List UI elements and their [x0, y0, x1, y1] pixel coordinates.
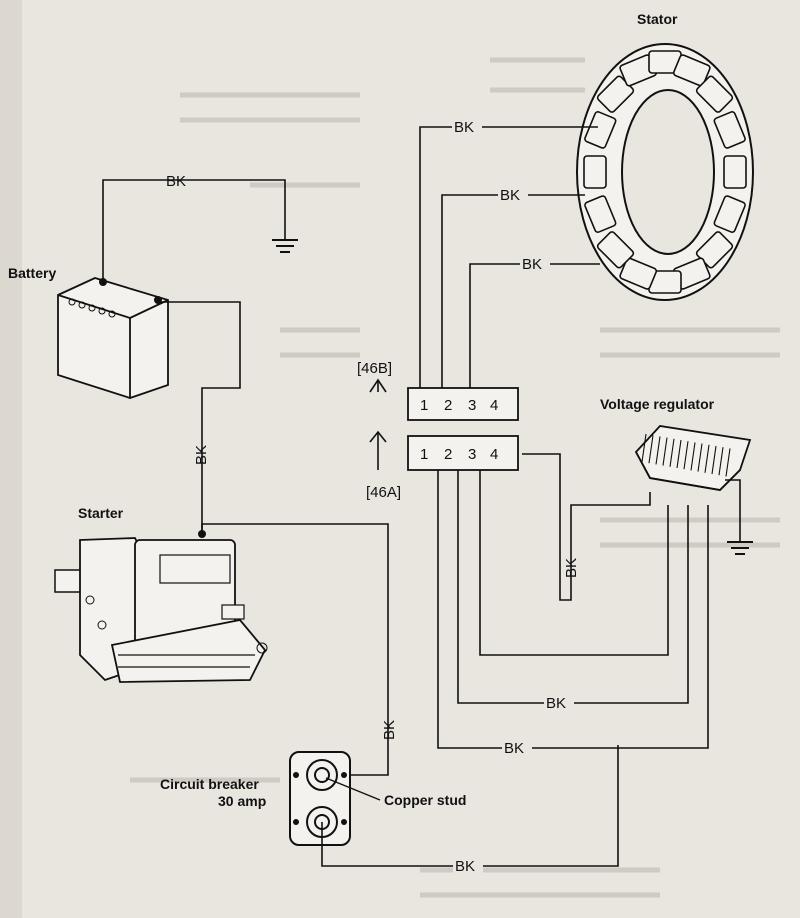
battery-ground-wire [102, 179, 286, 282]
stator-windings [583, 50, 747, 294]
circuit-breaker-label-line2: 30 amp [218, 793, 266, 809]
connector-label-46b: [46B] [357, 360, 392, 377]
stator-winding-block [713, 195, 746, 233]
connector-46b-pin-1: 1 [420, 397, 428, 414]
regulator-ground-wire [725, 479, 741, 542]
wire-label-battery-starter: BK [193, 445, 210, 465]
regulator-fin [704, 444, 710, 473]
voltage-regulator-label: Voltage regulator [600, 396, 715, 412]
stator-winding-block [713, 111, 746, 149]
circuit-breaker-label-line1: Circuit breaker [160, 776, 259, 792]
background-page-bleed [130, 57, 780, 898]
regulator-fin [641, 433, 647, 463]
stator [576, 43, 754, 301]
circuit-breaker [289, 751, 351, 846]
regulator-fins [641, 433, 731, 477]
wire-label-battery-ground: BK [166, 173, 186, 190]
stator-winding-block [723, 155, 747, 189]
regulator-fin [711, 445, 717, 475]
wire-label-stator-2: BK [500, 187, 520, 204]
regulator-ground-loop [522, 453, 651, 601]
wire-label-breaker-regulator: BK [455, 858, 475, 875]
ground-symbol-regulator [727, 541, 753, 555]
connector-46a-pin-2: 2 [444, 446, 452, 463]
connector-mate-arrows [369, 378, 387, 470]
stator-winding-block [596, 231, 635, 269]
stator-wire-1 [419, 126, 598, 390]
regulator-fin [725, 448, 731, 477]
ground-symbol-battery [272, 239, 298, 253]
stator-winding-block [584, 111, 617, 149]
wire-label-starter-breaker: BK [381, 720, 398, 740]
starter-label: Starter [78, 505, 124, 521]
regulator-fin [718, 447, 724, 476]
battery-label: Battery [8, 265, 56, 281]
regulator-fin [683, 441, 689, 470]
connector-46b-pin-4: 4 [490, 397, 498, 414]
regulator-fin [697, 443, 703, 472]
wire-label-regulator-2: BK [546, 695, 566, 712]
copper-stud-label: Copper stud [384, 792, 466, 808]
stator-wire-3 [469, 263, 600, 390]
regulator-wire-1 [437, 470, 709, 749]
copper-stud-leader [325, 777, 381, 801]
battery-starter-wire [157, 300, 241, 530]
stator-winding-block [619, 257, 658, 290]
connector-46b-pin-2: 2 [444, 397, 452, 414]
connector-46b-pin-3: 3 [468, 397, 476, 414]
stator-winding-block [584, 195, 617, 233]
regulator-fin [662, 437, 668, 466]
starter-breaker-wire [201, 523, 389, 776]
battery [57, 277, 169, 399]
regulator-fin [669, 438, 675, 467]
regulator-fin [648, 435, 654, 464]
connector-46a-pin-1: 1 [420, 446, 428, 463]
wire-label-regulator-4: BK [563, 558, 580, 578]
connector-46a-pin-3: 3 [468, 446, 476, 463]
stator-winding-block [695, 75, 734, 113]
regulator-wire-3 [479, 470, 669, 656]
regulator-fin [676, 439, 682, 469]
connector-46a-pin-4: 4 [490, 446, 498, 463]
wire-label-stator-3: BK [522, 256, 542, 273]
wire-label-stator-1: BK [454, 119, 474, 136]
stator-winding-block [672, 54, 711, 87]
wire-label-regulator-1: BK [504, 740, 524, 757]
stator-winding-block [583, 155, 607, 189]
stator-wire-2 [441, 194, 585, 390]
battery-vent-caps [68, 298, 116, 318]
starter [54, 530, 268, 683]
regulator-fin [655, 436, 661, 465]
regulator-fin [690, 442, 696, 471]
stator-label: Stator [637, 11, 678, 27]
connector-label-46a: [46A] [366, 484, 401, 501]
